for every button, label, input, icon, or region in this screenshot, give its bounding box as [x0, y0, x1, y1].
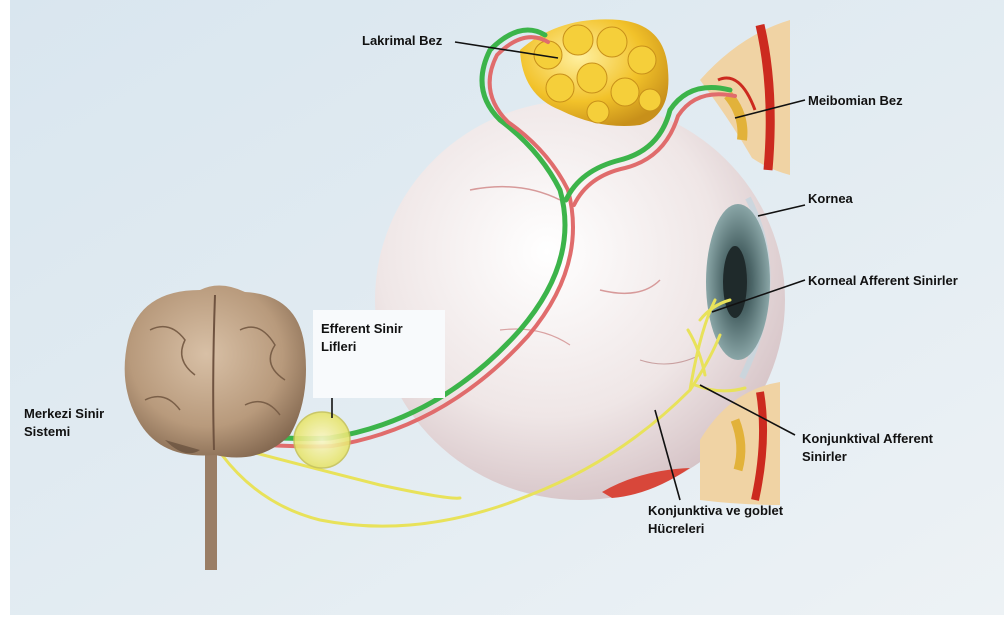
label-conjunctival-afferent-nerves: Konjunktival Afferent Sinirler — [802, 430, 933, 466]
label-efferent-nerve-fibers: Efferent Sinir Lifleri — [313, 310, 445, 398]
ganglion — [294, 412, 350, 468]
label-conjunctiva-goblet-cells: Konjunktiva ve goblet Hücreleri — [648, 502, 783, 538]
label-central-nervous-system: Merkezi Sinir Sistemi — [24, 405, 104, 441]
label-lacrimal-gland: Lakrimal Bez — [362, 32, 442, 50]
label-corneal-afferent-nerves: Korneal Afferent Sinirler — [808, 272, 958, 290]
label-cornea: Kornea — [808, 190, 853, 208]
label-meibomian-gland: Meibomian Bez — [808, 92, 903, 110]
